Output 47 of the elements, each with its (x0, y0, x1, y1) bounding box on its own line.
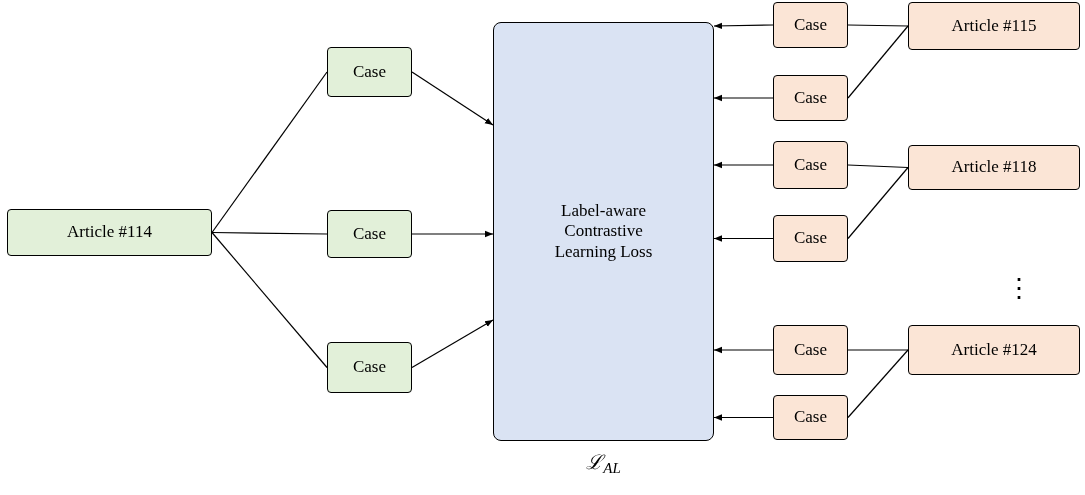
case-box (773, 75, 848, 121)
case-box (773, 215, 848, 262)
arrow (411, 71, 494, 126)
arrow (713, 235, 774, 242)
node-text: Case (352, 61, 386, 83)
ellipsis: ⋮ (1006, 276, 1032, 302)
arrow (713, 346, 774, 354)
article-box (7, 209, 212, 256)
connector-line (211, 71, 328, 234)
connector-line (211, 231, 328, 235)
node-text: Case (793, 154, 827, 176)
article-box (908, 325, 1080, 375)
node-text: Article #114 (67, 222, 152, 243)
node-text: Case (352, 357, 386, 378)
connector-line (847, 164, 909, 169)
node-text: Article #115 (951, 15, 1037, 37)
case-box (327, 342, 412, 393)
case-box (773, 395, 848, 440)
node-text: Case (793, 228, 827, 249)
math-symbol: ℒ$_{AL}$ (586, 450, 621, 474)
node-text: Case (352, 223, 386, 245)
arrow (713, 161, 774, 169)
connector-line (847, 349, 909, 351)
node-text: Article #118 (951, 157, 1037, 178)
arrow (411, 230, 494, 238)
connector-line (847, 349, 909, 419)
case-box (327, 47, 412, 97)
connector-line (847, 166, 909, 240)
arrow (713, 94, 774, 102)
connector-line (211, 231, 328, 369)
node-text: Case (793, 339, 827, 361)
case-box (327, 210, 412, 258)
node-text: Case (793, 87, 827, 109)
arrow (713, 414, 774, 421)
case-box (773, 325, 848, 375)
node-text: Case (793, 407, 827, 428)
node-text: Label-aware Contrastive Learning Loss (553, 200, 654, 263)
arrow (713, 22, 774, 30)
connector-line (847, 25, 909, 99)
node-text: Case (793, 14, 827, 36)
case-box (773, 2, 848, 48)
arrow (411, 319, 494, 369)
article-box (908, 145, 1080, 190)
case-box (773, 141, 848, 189)
node-text: Article #124 (951, 339, 1037, 361)
article-box (908, 2, 1080, 50)
connector-line (847, 24, 909, 27)
